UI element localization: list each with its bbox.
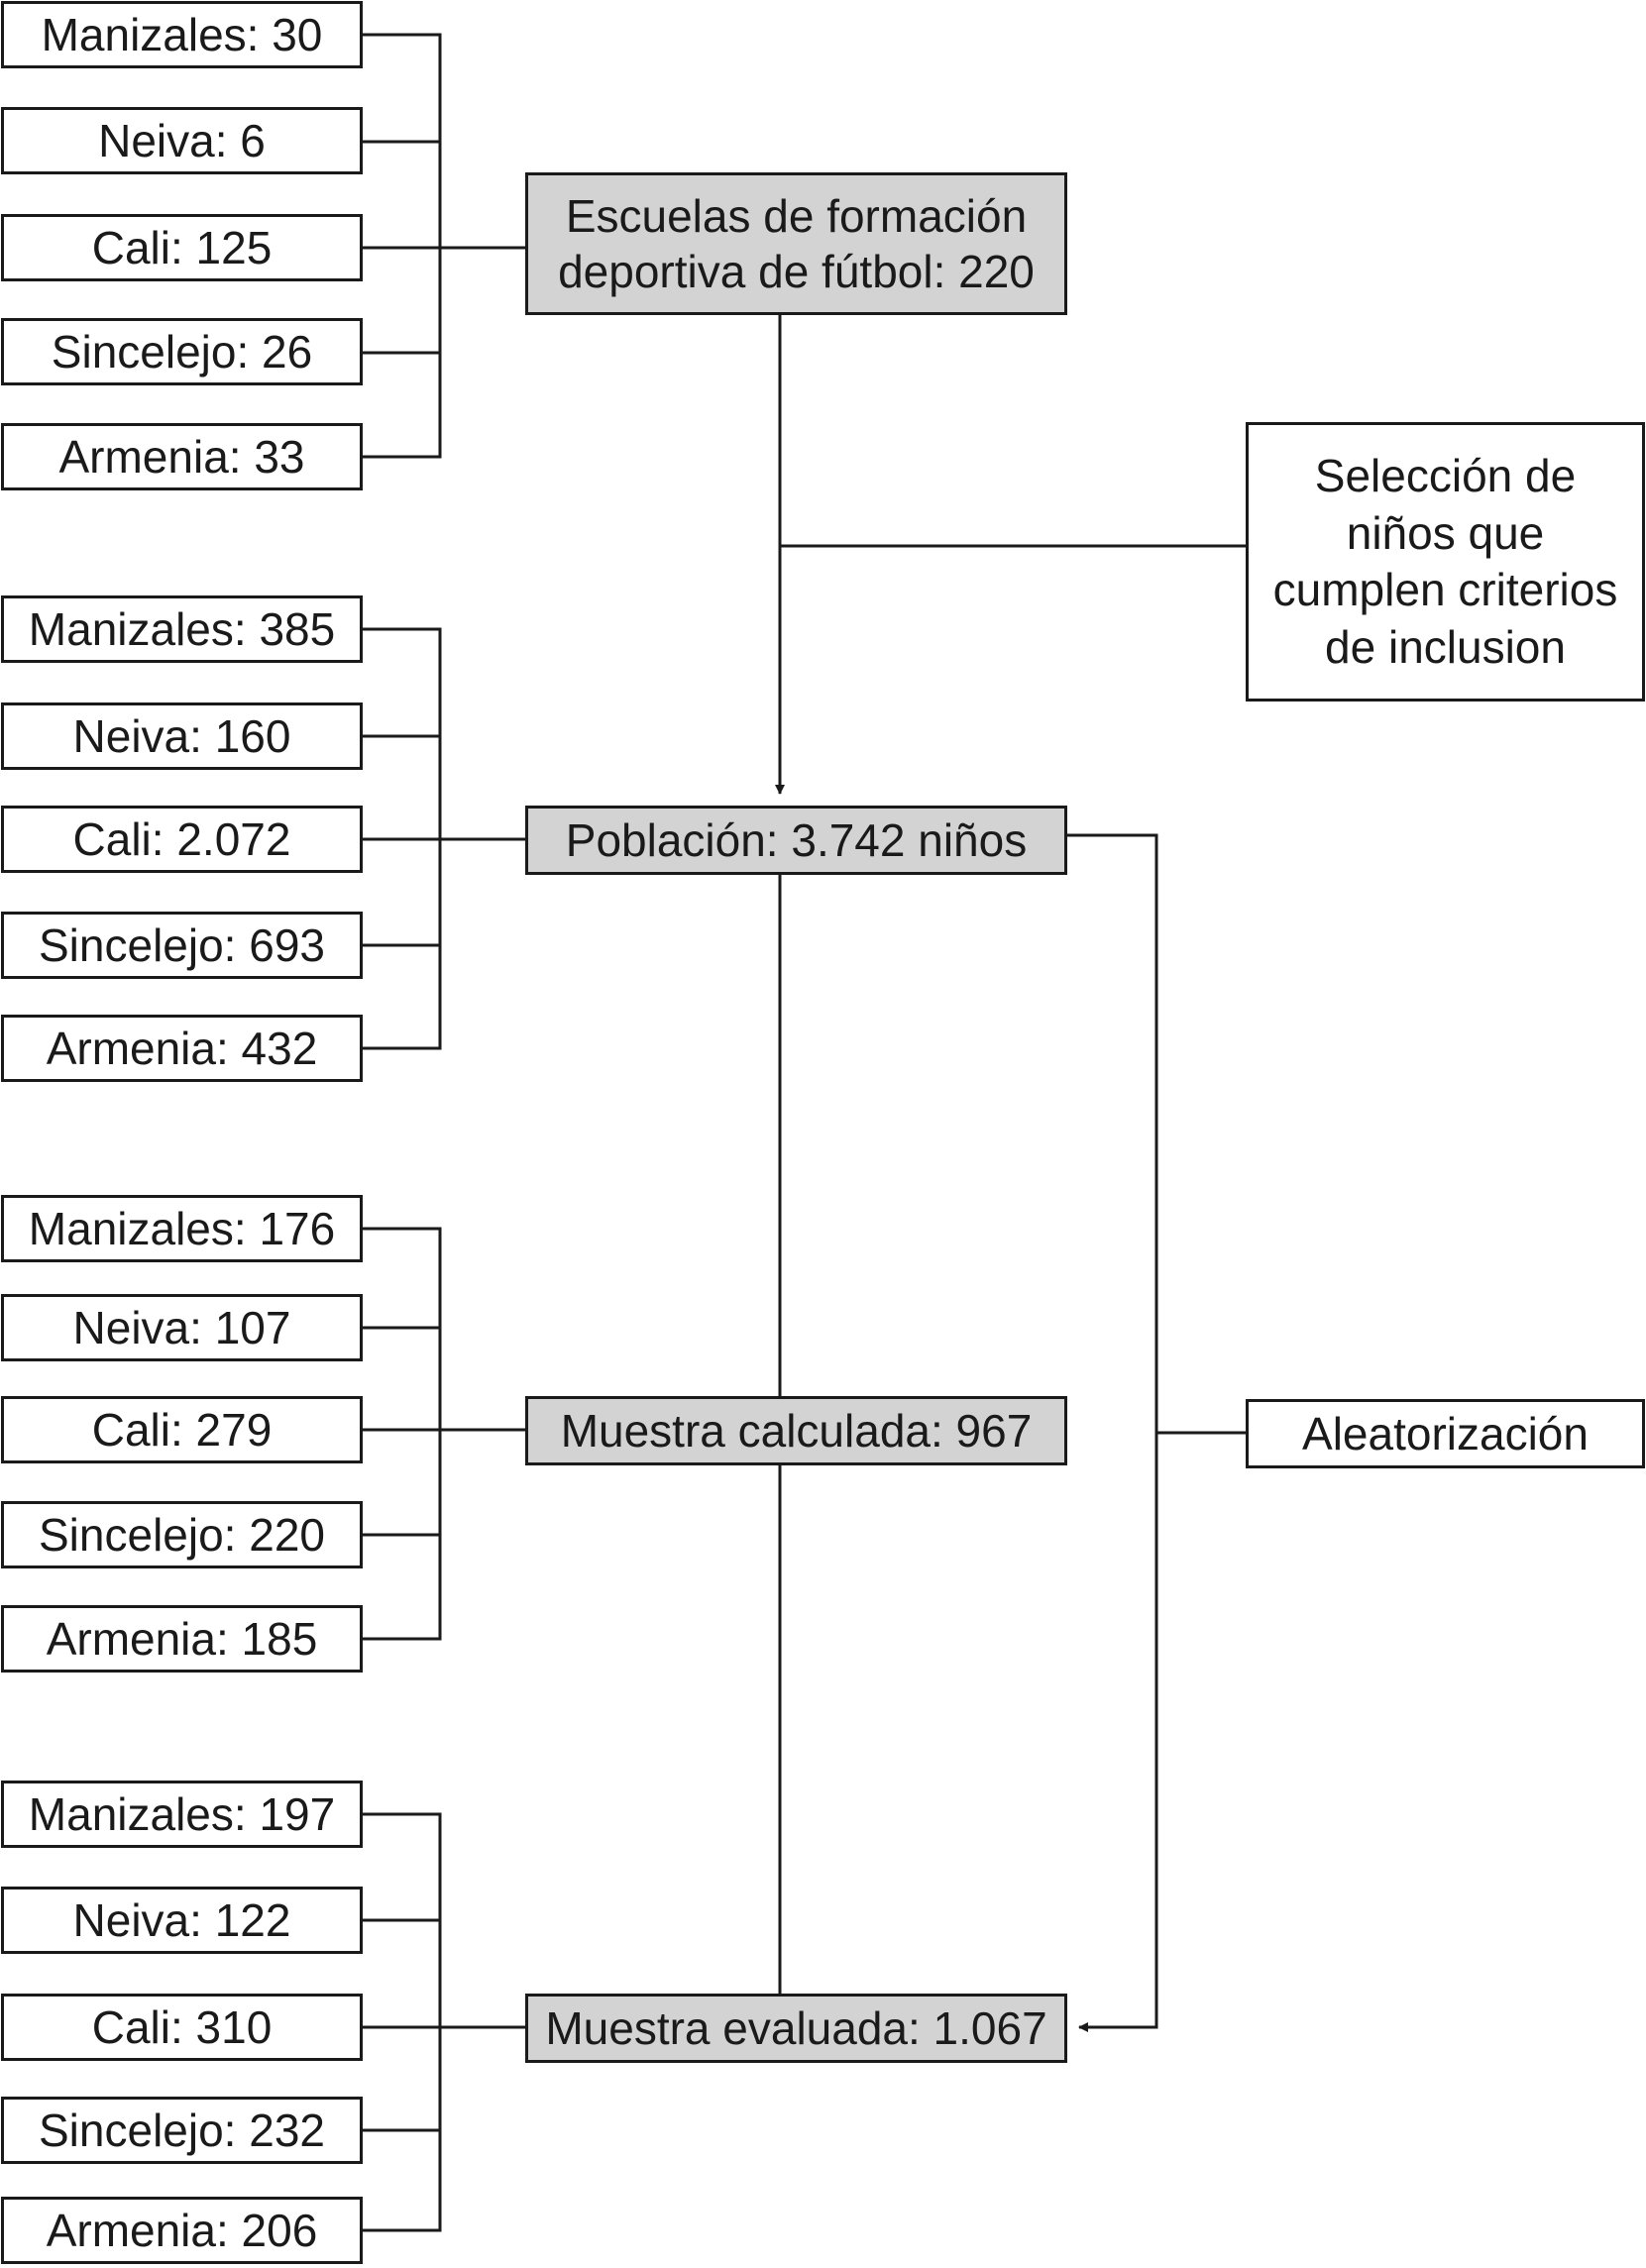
city-box-sincelejo: Sincelejo: 693 (1, 912, 363, 979)
poblacion-box: Población: 3.742 niños (525, 806, 1067, 875)
city-box-cali: Cali: 125 (1, 214, 363, 281)
city-box-neiva: Neiva: 122 (1, 1887, 363, 1954)
randomization-box: Aleatorización (1246, 1399, 1645, 1468)
bracket-group-2 (362, 627, 525, 1050)
city-box-cali: Cali: 310 (1, 1994, 363, 2061)
city-box-sincelejo: Sincelejo: 232 (1, 2097, 363, 2164)
bracket-group-3 (362, 1227, 525, 1641)
city-box-neiva: Neiva: 160 (1, 702, 363, 770)
city-box-cali: Cali: 279 (1, 1396, 363, 1463)
bracket-group-1 (362, 33, 525, 459)
city-box-sincelejo: Sincelejo: 26 (1, 318, 363, 385)
city-box-armenia: Armenia: 185 (1, 1605, 363, 1673)
randomization-loop (1066, 833, 1158, 2032)
city-box-sincelejo: Sincelejo: 220 (1, 1501, 363, 1568)
city-box-manizales: Manizales: 385 (1, 595, 363, 663)
city-box-armenia: Armenia: 432 (1, 1015, 363, 1082)
city-box-manizales: Manizales: 176 (1, 1195, 363, 1262)
city-box-armenia: Armenia: 206 (1, 2197, 363, 2264)
city-box-neiva: Neiva: 6 (1, 107, 363, 174)
escuelas-box: Escuelas de formación deportiva de fútbo… (525, 172, 1067, 315)
city-box-neiva: Neiva: 107 (1, 1294, 363, 1361)
city-box-manizales: Manizales: 30 (1, 1, 363, 68)
city-box-cali: Cali: 2.072 (1, 806, 363, 873)
muestra-calculada-box: Muestra calculada: 967 (525, 1396, 1067, 1465)
city-box-armenia: Armenia: 33 (1, 423, 363, 490)
muestra-evaluada-box: Muestra evaluada: 1.067 (525, 1994, 1067, 2063)
selection-criteria-box: Selección de niños que cumplen criterios… (1246, 422, 1645, 702)
city-box-manizales: Manizales: 197 (1, 1781, 363, 1848)
bracket-group-4 (362, 1812, 525, 2232)
